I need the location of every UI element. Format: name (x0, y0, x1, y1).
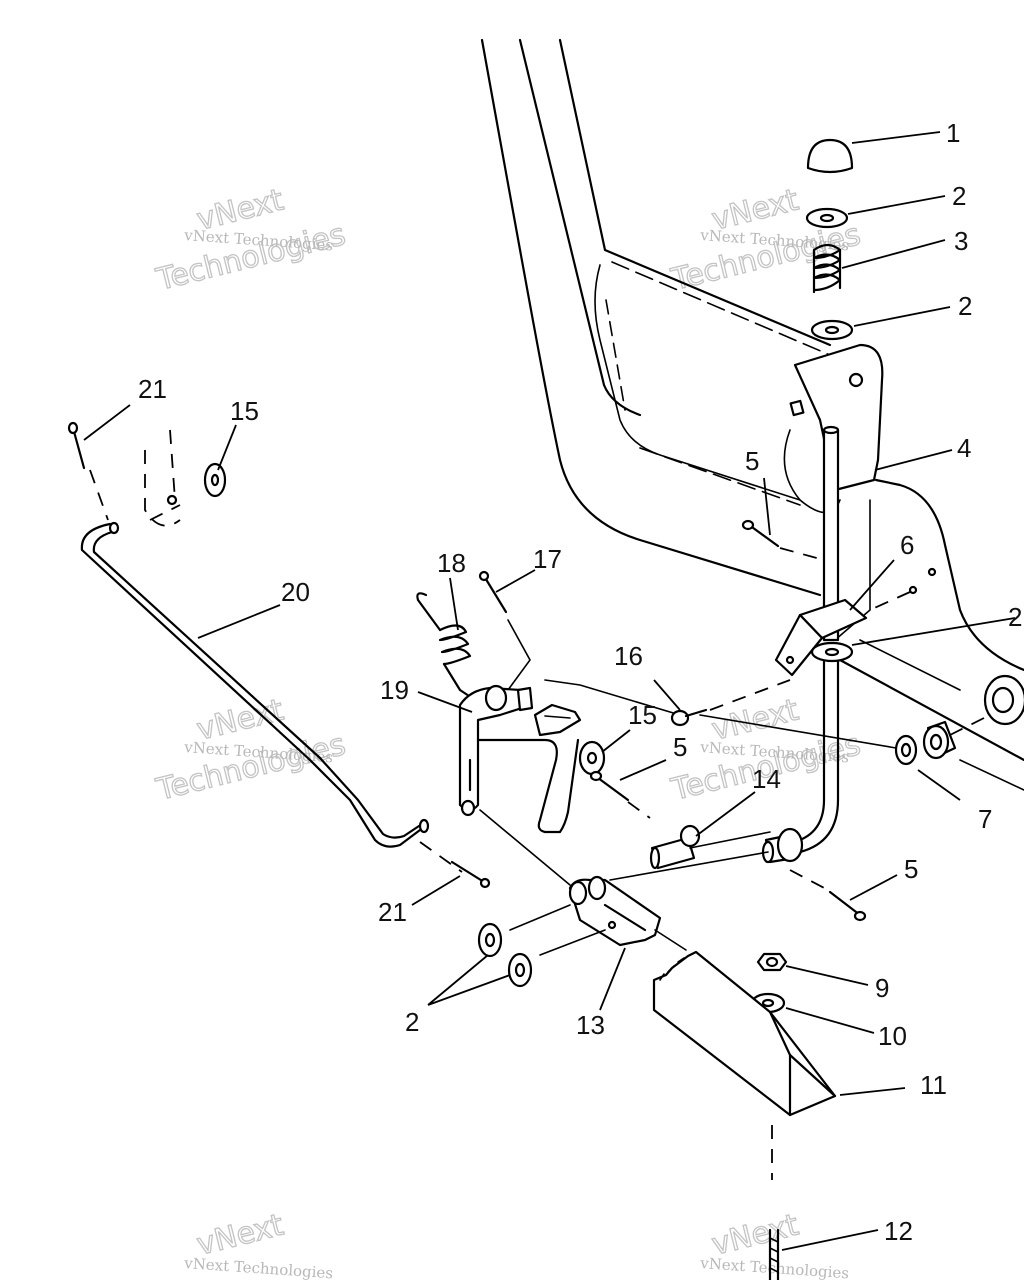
callout-17: 17 (533, 544, 562, 574)
bracket-hole (848, 372, 864, 388)
callout-7: 7 (978, 804, 992, 834)
watermark-mid-left: vNext Technologies vNext Technologies (152, 692, 350, 809)
dash-line (869, 591, 911, 611)
callout-19: 19 (380, 675, 409, 705)
watermark-bottom-right: vNext vNext Technologies (699, 1207, 850, 1280)
callout-11: 11 (920, 1070, 947, 1100)
washer-part-2-top (805, 207, 849, 229)
callout-3: 3 (954, 226, 968, 256)
callout-9: 9 (875, 973, 889, 1003)
watermark-bottom-left: vNext vNext Technologies (183, 1207, 334, 1280)
pin-part-21-top (67, 421, 86, 470)
plate-part-6 (774, 598, 868, 677)
bolt-part-16 (670, 708, 708, 727)
pin-part-14 (649, 824, 701, 870)
bushing-part-7 (894, 720, 957, 766)
callout-2: 2 (952, 181, 966, 211)
watermark-text: Technologies (152, 217, 348, 298)
washer-part-2-right (810, 641, 854, 663)
callout-20: 20 (281, 577, 310, 607)
callout-5: 5 (904, 854, 918, 884)
callout-18: 18 (437, 548, 466, 578)
callout-2: 2 (1008, 602, 1022, 632)
callout-6: 6 (900, 530, 914, 560)
washer-part-15-top (203, 462, 227, 498)
callout-16: 16 (614, 641, 643, 671)
callout-5: 5 (745, 446, 759, 476)
callout-2: 2 (958, 291, 972, 321)
watermark-text: vNext (193, 1208, 287, 1263)
nut-part-9 (756, 952, 788, 972)
callout-14: 14 (752, 764, 781, 794)
rod-part-20 (80, 521, 430, 848)
callout-2: 2 (405, 1007, 419, 1037)
watermark-text: vNext Technologies (699, 1254, 850, 1280)
washer-part-2-lower-b (507, 952, 533, 988)
washer-part-2-mid (810, 319, 854, 341)
pin-part-5-right (828, 890, 867, 922)
callout-1: 1 (946, 118, 960, 148)
pin-part-17 (478, 570, 508, 614)
callout-15: 15 (230, 396, 259, 426)
callout-12: 12 (884, 1216, 913, 1246)
callout-13: 13 (576, 1010, 605, 1040)
callouts: 1 2 3 2 4 5 6 2 21 15 20 18 17 16 19 15 … (138, 118, 1022, 1246)
washer-part-2-lower-a (477, 922, 503, 958)
leader-lines (83, 131, 1016, 1251)
callout-21: 21 (378, 897, 407, 927)
cap-part-1 (806, 138, 854, 174)
watermark-text: Technologies (152, 727, 348, 808)
lever-part-19 (458, 684, 580, 834)
spring-part-18 (416, 592, 477, 702)
pin-part-5-top (741, 519, 780, 548)
callout-21: 21 (138, 374, 167, 404)
bolt-part-12 (768, 1228, 780, 1280)
pin-part-5-mid (589, 770, 630, 802)
washer-part-15-mid (578, 740, 606, 776)
pin-part-21-bottom (450, 860, 491, 889)
bracket-part-13 (568, 875, 662, 947)
watermark-top-right: vNext Technologies vNext Technologies (667, 182, 865, 299)
body-panel (480, 38, 1024, 762)
callout-15: 15 (628, 700, 657, 730)
pedal-part-11 (652, 950, 837, 1117)
watermark-top-left: vNext Technologies vNext Technologies (152, 182, 350, 299)
callout-4: 4 (957, 433, 971, 463)
callout-10: 10 (878, 1021, 907, 1051)
callout-5: 5 (673, 732, 687, 762)
spring-part-3 (812, 243, 842, 294)
watermark-text: vNext Technologies (183, 1254, 334, 1280)
watermark-text: vNext (708, 1208, 802, 1263)
rod-end-bushing (761, 827, 804, 864)
pedal-pad (533, 703, 582, 737)
